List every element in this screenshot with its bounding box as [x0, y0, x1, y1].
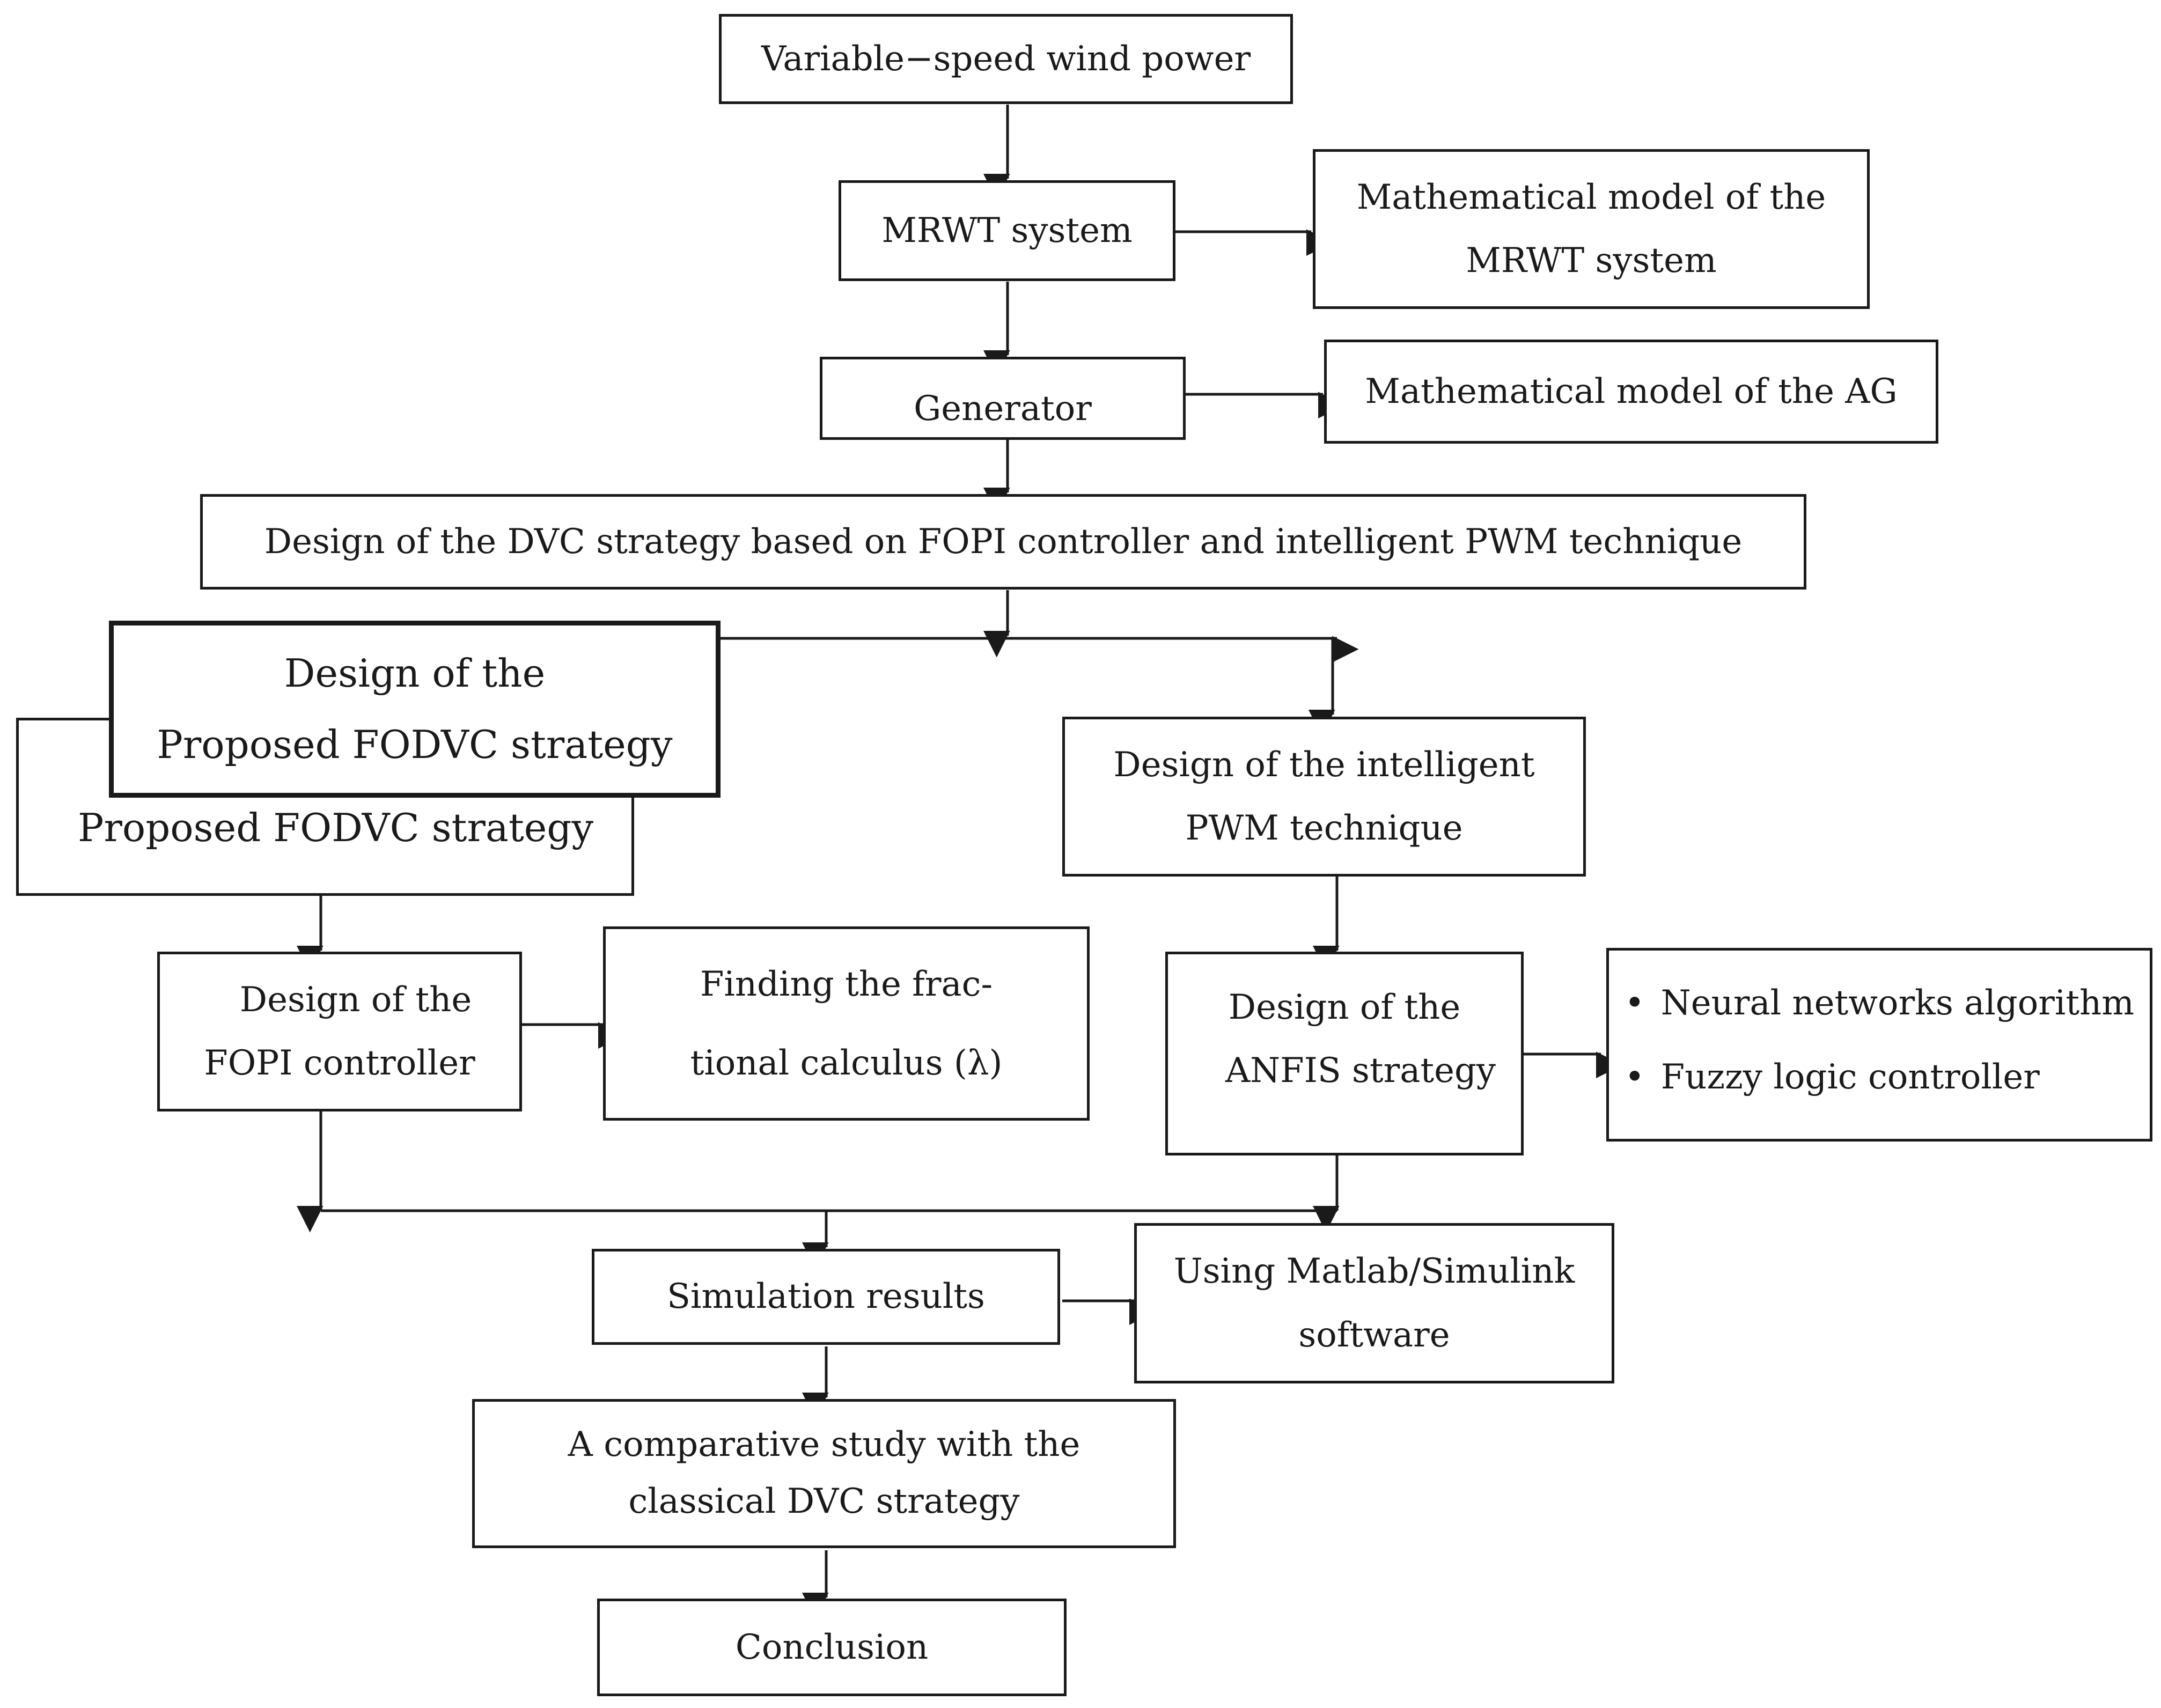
node-mrwt-model: Mathematical model of the MRWT system	[1313, 149, 1870, 309]
node-pwm-design-line2: PWM technique	[1185, 808, 1463, 848]
list-item-neural-networks: Neural networks algorithm	[1625, 967, 2134, 1041]
node-fractional-line2: tional calculus (λ)	[690, 1043, 1003, 1084]
node-anfis-design-line2: ANFIS strategy	[1225, 1051, 1496, 1091]
node-fodvc-design-line1: Design of the	[284, 650, 546, 696]
node-fodvc-strategy-label: Proposed FODVC strategy	[78, 805, 594, 850]
node-matlab-simulink: Using Matlab/Simulink software	[1134, 1223, 1614, 1383]
node-matlab-line2: software	[1298, 1315, 1450, 1355]
node-wind-power-label: Variable−speed wind power	[761, 39, 1251, 79]
node-fodvc-design-line2: Proposed FODVC strategy	[157, 722, 673, 767]
node-dvc-design-label: Design of the DVC strategy based on FOPI…	[264, 521, 1743, 562]
node-fopi-design-line2: FOPI controller	[204, 1043, 475, 1083]
node-conclusion-label: Conclusion	[735, 1627, 929, 1667]
node-simulation-results-label: Simulation results	[667, 1277, 985, 1317]
list-item-fuzzy-logic: Fuzzy logic controller	[1625, 1041, 2134, 1115]
node-mrwt-system: MRWT system	[839, 180, 1175, 281]
node-comparative-line1: A comparative study with the	[568, 1425, 1080, 1465]
node-dvc-design: Design of the DVC strategy based on FOPI…	[200, 494, 1806, 590]
node-anfis-components: Neural networks algorithm Fuzzy logic co…	[1606, 948, 2152, 1142]
node-mrwt-model-line2: MRWT system	[1466, 241, 1717, 281]
node-ag-model: Mathematical model of the AG	[1324, 340, 1938, 444]
node-anfis-design-line1: Design of the	[1228, 988, 1461, 1027]
node-pwm-design: Design of the intelligent PWM technique	[1062, 717, 1586, 877]
node-generator-label: Generator	[914, 389, 1092, 429]
node-conclusion: Conclusion	[597, 1599, 1067, 1696]
node-fractional-line1: Finding the frac-	[700, 965, 993, 1004]
node-pwm-design-line1: Design of the intelligent	[1113, 745, 1535, 785]
node-simulation-results: Simulation results	[592, 1249, 1060, 1345]
node-matlab-line1: Using Matlab/Simulink	[1173, 1251, 1575, 1292]
node-fractional-calculus: Finding the frac- tional calculus (λ)	[603, 926, 1090, 1121]
anfis-components-list: Neural networks algorithm Fuzzy logic co…	[1625, 967, 2134, 1114]
node-comparative-line2: classical DVC strategy	[628, 1482, 1020, 1521]
node-fopi-design-line1: Design of the	[239, 980, 472, 1020]
node-mrwt-system-label: MRWT system	[881, 210, 1133, 251]
node-anfis-design: Design of the ANFIS strategy	[1165, 952, 1524, 1155]
node-ag-model-label: Mathematical model of the AG	[1365, 371, 1898, 411]
node-generator: Generator	[820, 357, 1186, 440]
node-wind-power: Variable−speed wind power	[719, 14, 1293, 104]
node-fopi-design: Design of the FOPI controller	[157, 952, 522, 1111]
node-mrwt-model-line1: Mathematical model of the	[1356, 177, 1826, 217]
node-comparative-study: A comparative study with the classical D…	[472, 1399, 1176, 1548]
node-fodvc-design: Design of the Proposed FODVC strategy	[109, 621, 721, 798]
